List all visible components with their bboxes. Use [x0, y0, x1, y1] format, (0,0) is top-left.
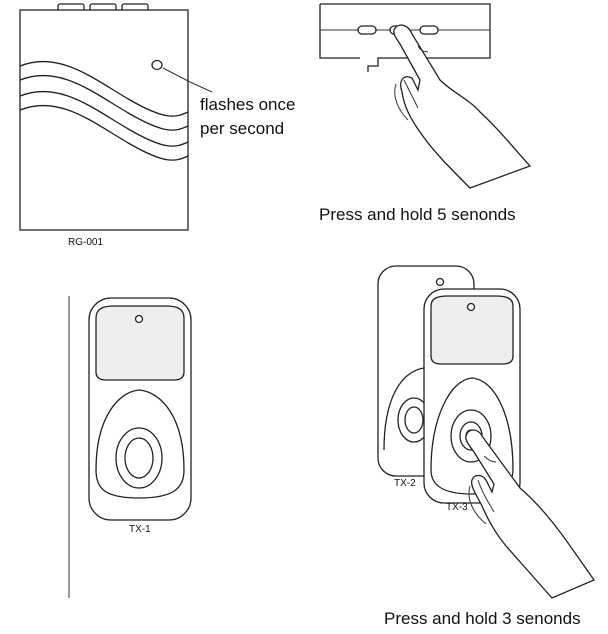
receiver-button-right[interactable] [419, 25, 439, 35]
led-annotation-line1: flashes once [200, 95, 295, 114]
led-leader-line [162, 67, 213, 93]
receiver-device-label: RG-001 [68, 237, 103, 248]
receiver-wave-2 [19, 74, 189, 131]
tx2-device-label: TX-2 [394, 478, 416, 489]
receiver-button-left[interactable] [357, 25, 377, 35]
receiver-edge-left [319, 4, 360, 59]
led-annotation-line2: per second [200, 119, 284, 138]
tx1-lower-arch [95, 389, 185, 499]
tx3-remote [423, 288, 521, 504]
receiver-button-caption: Press and hold 5 senonds [319, 205, 516, 224]
receiver-wave-1 [19, 60, 189, 117]
receiver-edge-housing [320, 3, 491, 72]
receiver-wave-3 [19, 90, 189, 147]
tx1-hole [134, 314, 144, 324]
receiver-button-panel: Press and hold 5 senonds [319, 3, 532, 224]
tx1-window [95, 305, 185, 381]
tx1-device-label: TX-1 [129, 524, 151, 535]
tx1-button-inner[interactable] [124, 437, 154, 479]
receiver-panel: flashes once per second RG-001 [19, 3, 295, 248]
pointing-hand-icon [465, 429, 595, 599]
transmitter-pair-caption: Press and hold 3 senonds [384, 609, 581, 628]
transmitter-pair-panel: TX-2 TX-3 Press and hold 3 senonds [377, 265, 595, 628]
tx3-device-label: TX-3 [446, 502, 468, 513]
receiver-wave-4 [19, 104, 189, 161]
pointing-hand-icon [393, 24, 532, 189]
transmitter-single-panel: TX-1 [68, 296, 192, 598]
receiver-housing [19, 9, 189, 231]
led-indicator-icon [151, 59, 163, 71]
